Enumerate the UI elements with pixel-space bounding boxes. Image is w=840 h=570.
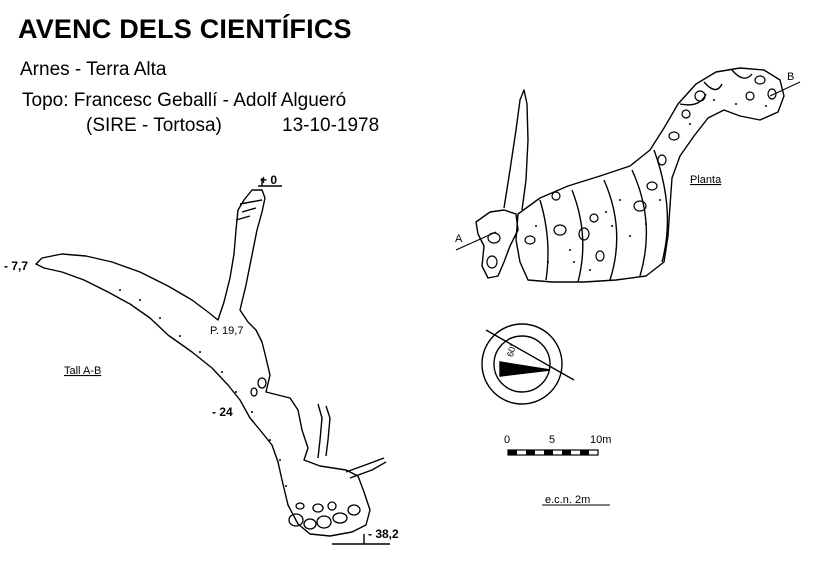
plan-contour-3: [603, 179, 618, 281]
plan-contour-1: [539, 199, 549, 281]
plan-contour-8: [731, 69, 753, 79]
plan-title-label: Planta: [690, 174, 722, 186]
depth-label-top: + 0: [260, 173, 277, 187]
plan-contour-5: [653, 149, 669, 263]
section-cut-lines: [455, 81, 801, 251]
topo-authors-text: Topo: Francesc Geballí - Adolf Algueró: [22, 90, 347, 111]
point-b-label: B: [787, 71, 794, 83]
survey-group-text: (SIRE - Tortosa): [86, 115, 222, 136]
location-text: Arnes - Terra Alta: [20, 59, 167, 80]
cut-line-a: [455, 231, 497, 251]
plan-view: [475, 67, 785, 283]
side-fissure: [345, 457, 387, 479]
cave-title: AVENC DELS CIENTÍFICS: [18, 14, 352, 44]
equidistance-note: e.c.n. 2m: [545, 494, 590, 506]
plan-contour-2: [571, 189, 584, 283]
depth-label-bottom: - 38,2: [368, 527, 399, 541]
plan-boulders: [486, 75, 777, 269]
cut-line-b: [769, 81, 801, 97]
point-a-label: A: [455, 233, 463, 245]
section-wall-stipple: [119, 289, 287, 487]
scale-tick-5: 5: [549, 434, 555, 446]
cave-section-outline: [35, 189, 371, 537]
cross-section-view: [35, 189, 387, 537]
plan-contour-4: [631, 169, 648, 277]
survey-date-text: 13-10-1978: [282, 115, 380, 136]
depth-ticks: [258, 178, 390, 545]
plan-contour-6: [679, 93, 707, 106]
section-title-label: Tall A-B: [64, 365, 101, 377]
section-boulders: [250, 377, 361, 530]
scale-tick-0: 0: [504, 434, 510, 446]
entrance-ledge: [235, 199, 263, 221]
bottom-chamber-wall-2: [325, 405, 331, 457]
depth-label-left: - 7,7: [4, 259, 28, 273]
plan-main-chamber: [515, 67, 785, 283]
compass-declination-label: 60°: [505, 342, 518, 358]
scale-bar: [507, 449, 599, 456]
plan-entrance-lobe: [475, 209, 519, 279]
plan-contour-7: [703, 81, 723, 91]
pitch-label: P. 19,7: [210, 325, 243, 337]
compass-icon: [481, 323, 575, 405]
depth-label-mid: - 24: [212, 405, 233, 419]
bottom-chamber-wall: [317, 403, 323, 459]
plan-north-passage: [503, 89, 529, 211]
scale-tick-10: 10m: [590, 434, 611, 446]
plan-stipple: [535, 99, 767, 271]
